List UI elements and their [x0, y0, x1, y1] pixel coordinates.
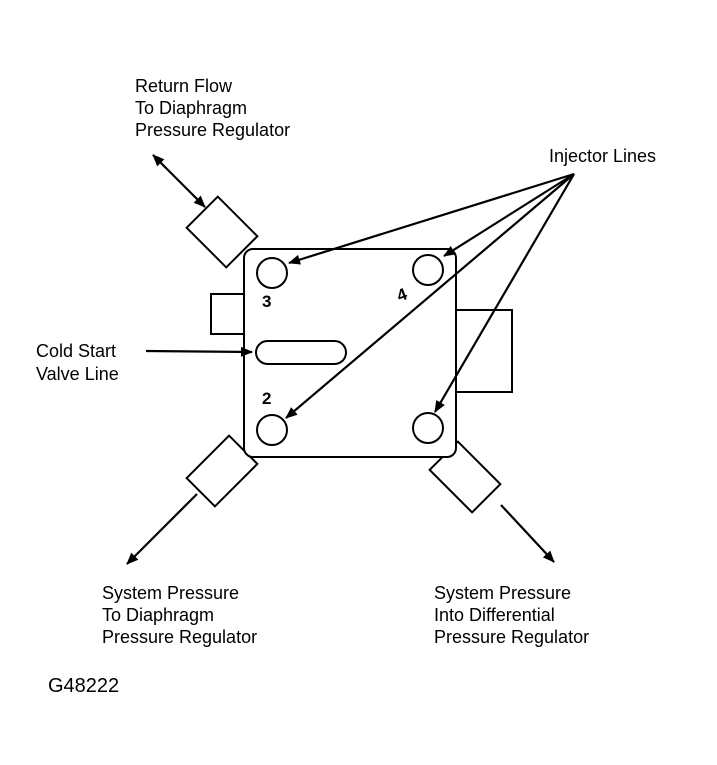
injector-port-3	[256, 257, 288, 289]
port-number-3: 3	[262, 292, 271, 311]
figure-code: G48222	[48, 675, 119, 697]
injector-arrow-3	[288, 172, 575, 265]
injector-arrow-4	[443, 173, 575, 257]
injector-arrow-lower-right	[434, 173, 575, 413]
injector-port-2	[256, 414, 288, 446]
return-flow-arrow	[152, 154, 206, 208]
injector-lines-label: Injector Lines	[549, 146, 656, 166]
injector-port-4	[412, 254, 444, 286]
cold-start-arrow	[145, 346, 253, 357]
port-number-2: 2	[262, 389, 271, 408]
cold-start-port	[255, 340, 347, 365]
injector-arrow-2	[285, 173, 575, 419]
cold-start-label: Cold Start Valve Line	[36, 341, 121, 384]
system-pressure-diaphragm-label: System Pressure To Diaphragm Pressure Re…	[102, 583, 257, 647]
system-pressure-port	[412, 412, 444, 444]
system-pressure-differential-label: System Pressure Into Differential Pressu…	[434, 583, 589, 647]
side-boss-left	[210, 293, 248, 335]
system-pressure-differential-arrow	[500, 504, 555, 563]
return-flow-label: Return Flow To Diaphragm Pressure Regula…	[135, 76, 290, 140]
side-boss-right	[454, 309, 513, 393]
fitting-top-left	[185, 195, 259, 269]
system-pressure-diaphragm-arrow	[126, 493, 198, 565]
